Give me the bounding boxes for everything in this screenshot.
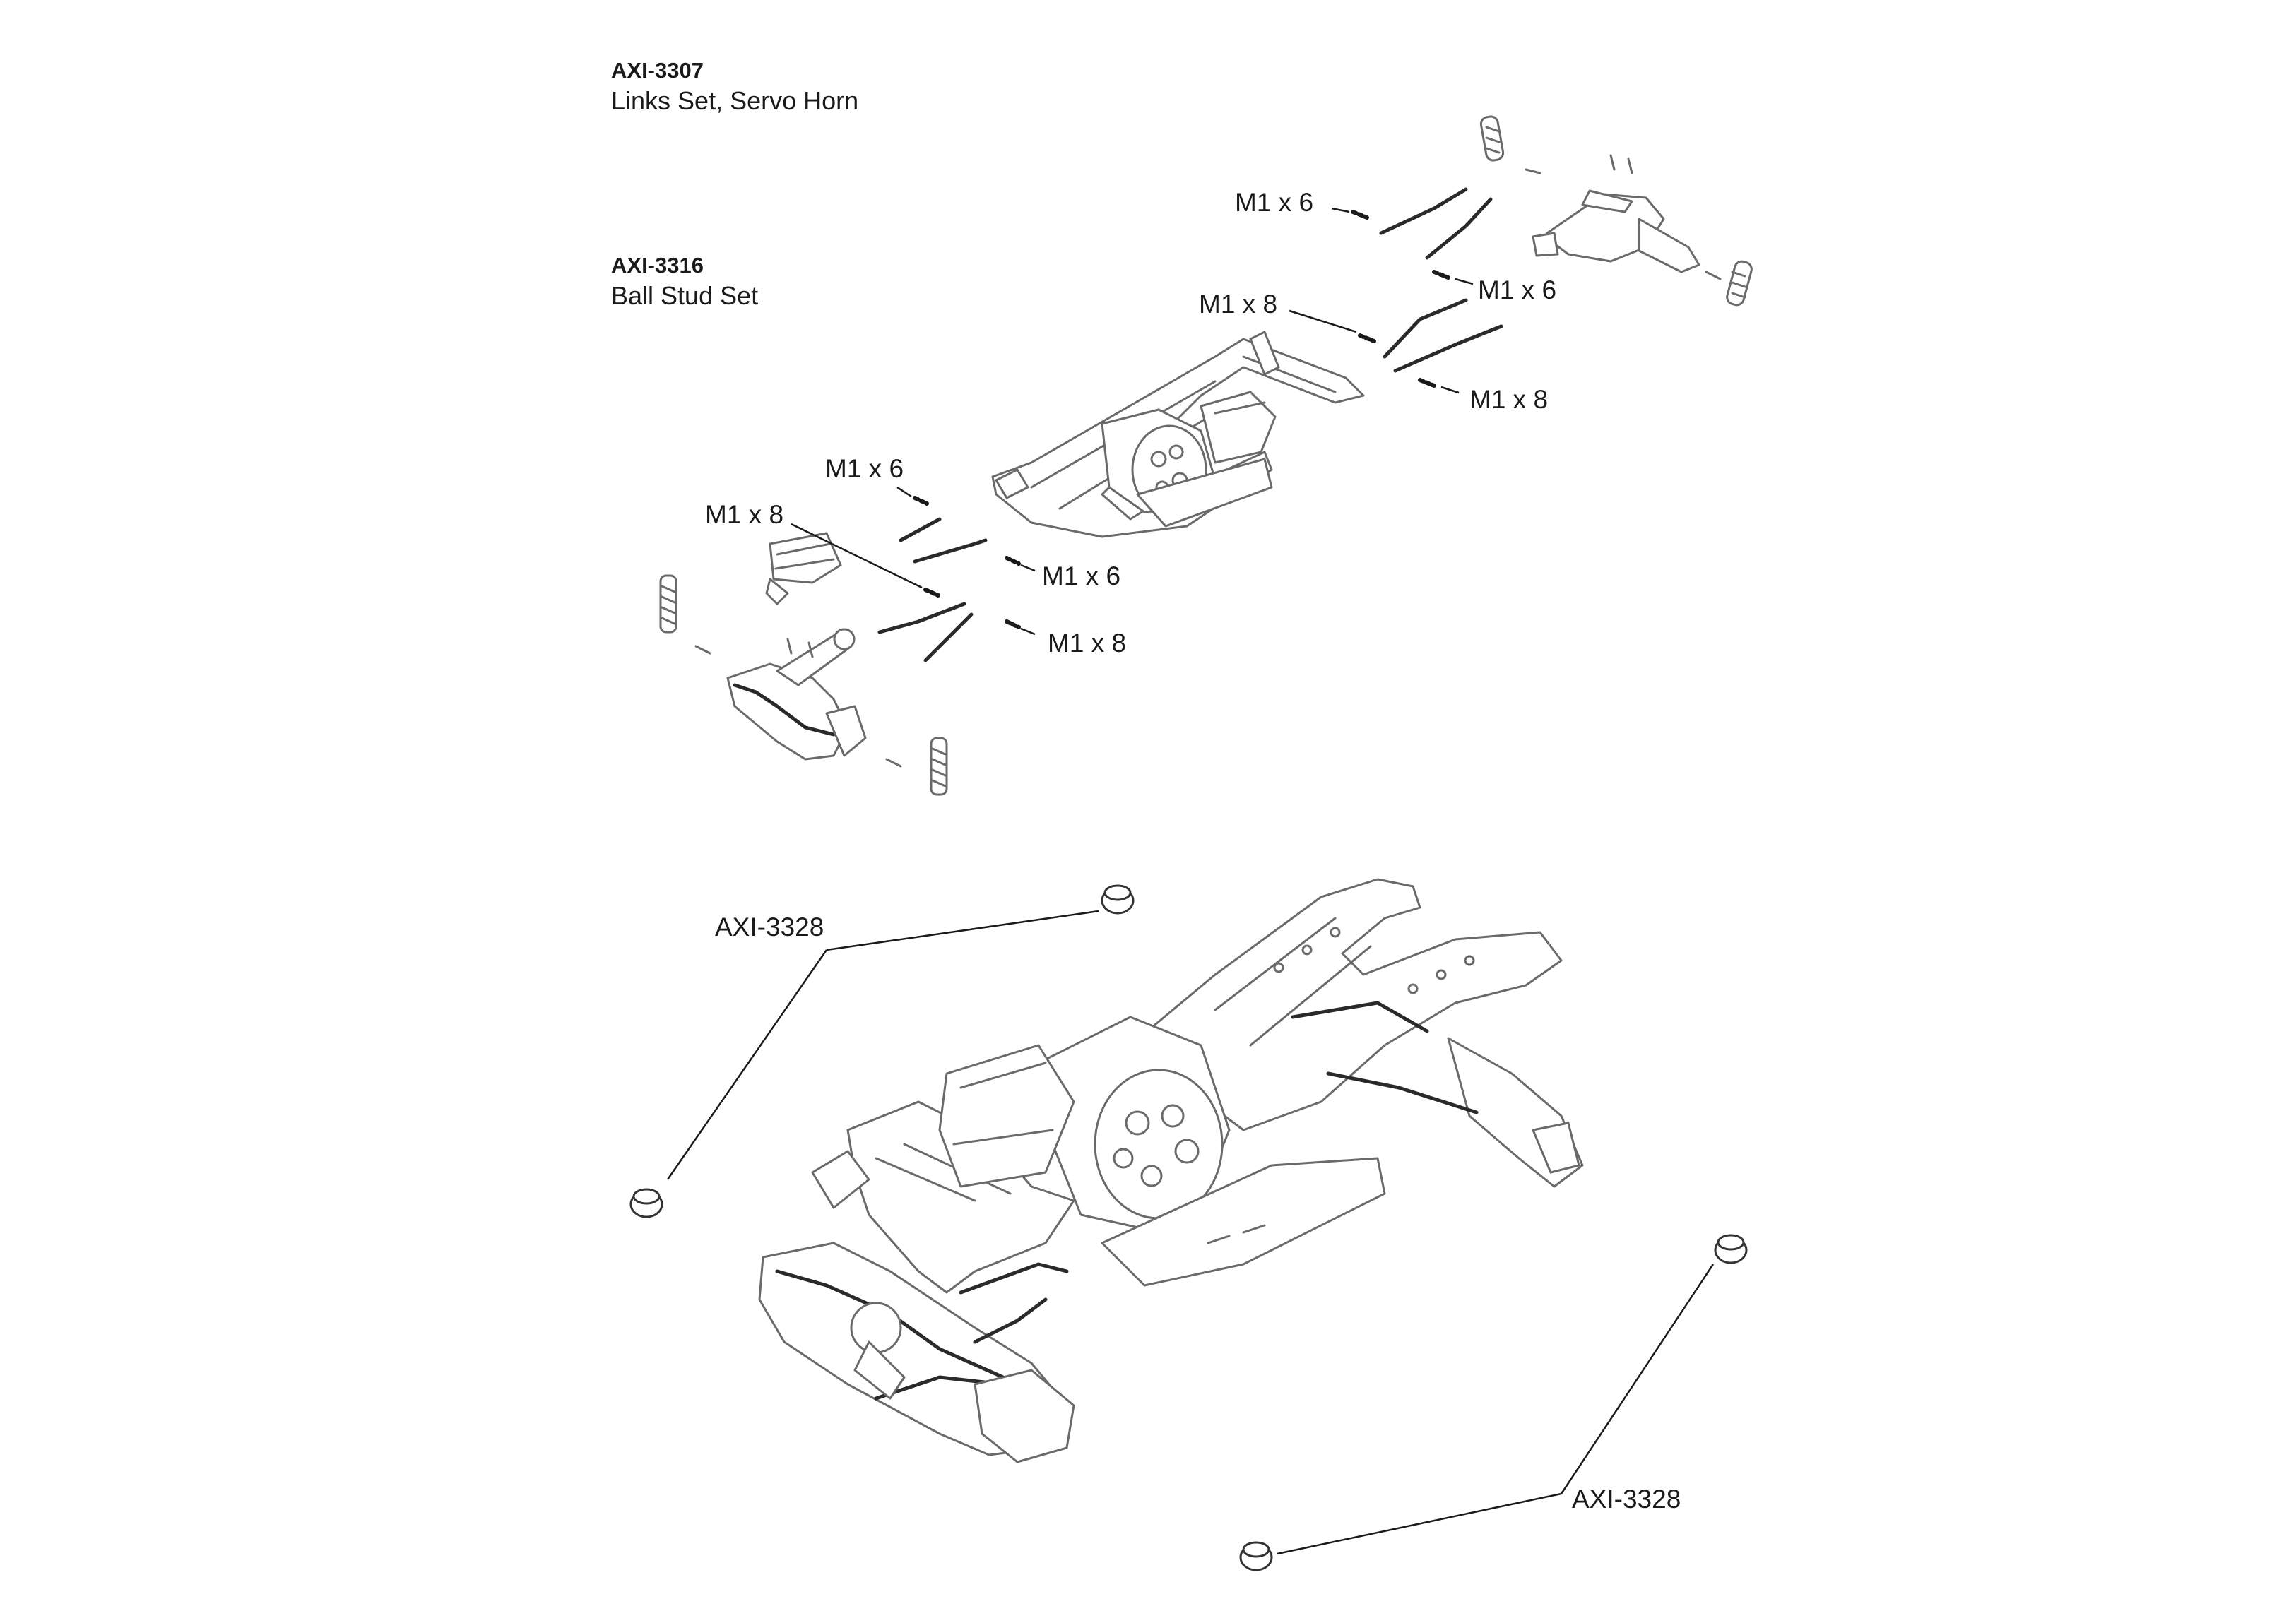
bushing-leader-lines <box>666 910 1715 1555</box>
callout-bushing-top: AXI-3328 <box>715 912 824 941</box>
bushing-bottom-left <box>1239 1541 1273 1571</box>
callout-front-lower-screw-2: M1 x 8 <box>1048 629 1127 658</box>
exploded-front-axle <box>659 532 948 796</box>
bushings <box>629 884 1748 1571</box>
callout-front-lower-screw-1: M1 x 8 <box>705 500 784 529</box>
callout-rear-upper-screw-2: M1 x 6 <box>1478 275 1557 304</box>
callout-bushing-bottom: AXI-3328 <box>1572 1485 1681 1514</box>
screws <box>913 210 1450 629</box>
callout-front-upper-screw-1: M1 x 6 <box>825 454 904 483</box>
part-desc-links-set: Links Set, Servo Horn <box>611 86 859 115</box>
bushing-top-left <box>629 1188 663 1218</box>
callout-rear-lower-screw-1: M1 x 8 <box>1199 290 1278 319</box>
part-code-links-set: AXI-3307 <box>611 58 704 83</box>
callout-rear-upper-screw-1: M1 x 6 <box>1235 188 1314 217</box>
exploded-chassis <box>991 331 1365 538</box>
exploded-links <box>877 187 1503 662</box>
exploded-rear-axle <box>1479 115 1753 307</box>
bushing-bottom-right <box>1714 1234 1748 1264</box>
assembled-chassis <box>758 878 1584 1463</box>
part-desc-ball-stud-set: Ball Stud Set <box>611 281 759 310</box>
callout-rear-lower-screw-2: M1 x 8 <box>1469 385 1549 414</box>
part-code-ball-stud-set: AXI-3316 <box>611 253 704 278</box>
screw-leader-lines <box>791 207 1474 636</box>
callout-front-upper-screw-2: M1 x 6 <box>1042 561 1121 590</box>
bushing-top-right <box>1101 884 1135 915</box>
